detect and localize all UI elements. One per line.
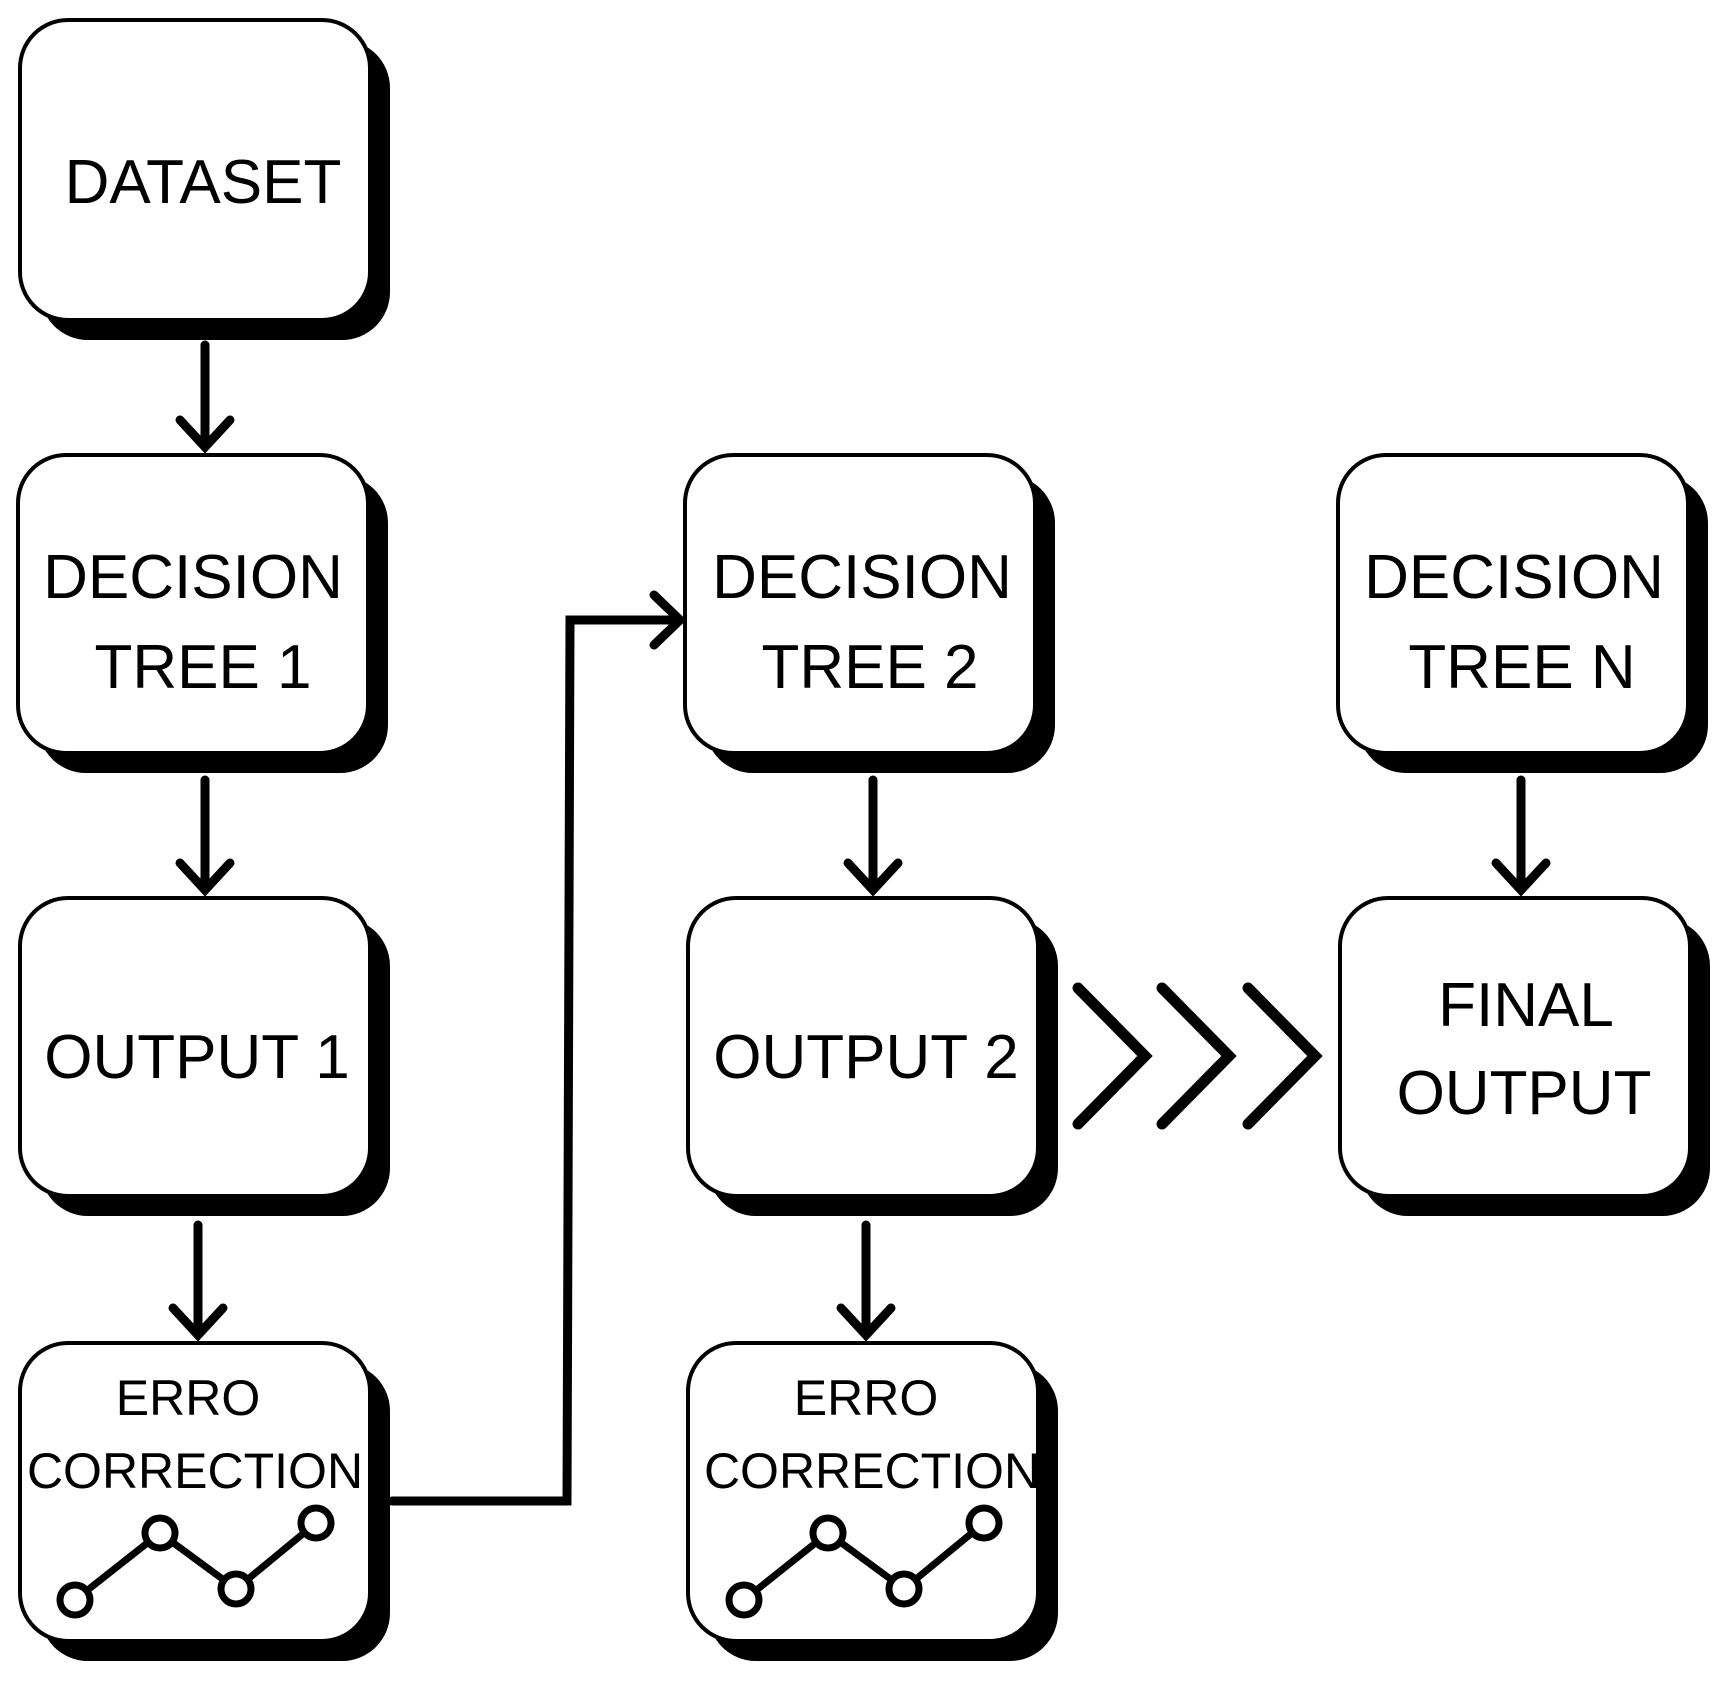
chevrons-output-2-to-final-output xyxy=(1072,982,1323,1130)
chart-dot xyxy=(965,1504,1003,1542)
chevron-right-icon xyxy=(1072,982,1153,1130)
arrowhead-icon xyxy=(836,1303,896,1342)
output-2-node: OUTPUT 2 xyxy=(686,896,1058,1216)
edge-tree-2-to-output-2 xyxy=(843,775,903,897)
tree-1-label-line-1: DECISION xyxy=(43,543,343,612)
chart-dot xyxy=(297,1504,335,1542)
tree-n-node: DECISION TREE N xyxy=(1336,453,1708,773)
output-1-node-box xyxy=(18,896,372,1198)
arrowhead-icon xyxy=(843,858,903,897)
chart-line xyxy=(741,1520,987,1603)
chart-dot xyxy=(809,1514,847,1552)
edge-error-1-to-tree-2 xyxy=(387,590,687,1506)
chart-dot xyxy=(885,1570,923,1608)
chevron-right-icon xyxy=(1242,982,1323,1130)
arrowhead-icon xyxy=(1491,858,1551,897)
error-correction-1-node: ERRO CORRECTION xyxy=(18,1341,390,1661)
tree-n-node-box xyxy=(1336,453,1690,755)
edge-output-2-to-error-2 xyxy=(836,1220,896,1342)
arrowhead-icon xyxy=(649,590,687,650)
error-correction-1-node-box xyxy=(18,1341,372,1643)
chevron-right-icon xyxy=(1156,982,1237,1130)
line-chart-icon xyxy=(725,1504,1003,1619)
tree-n-label-line-1: DECISION xyxy=(1364,543,1664,612)
output-2-node-box xyxy=(686,896,1040,1198)
final-output-label-line-1: FINAL xyxy=(1438,971,1614,1040)
chart-dot xyxy=(141,1514,179,1552)
arrowhead-icon xyxy=(175,415,235,454)
output-1-node: OUTPUT 1 xyxy=(18,896,390,1216)
edge-line xyxy=(387,615,683,1506)
tree-1-label-line-2: TREE 1 xyxy=(94,633,311,702)
edge-tree-1-to-output-1 xyxy=(175,775,235,897)
tree-n-label-line-2: TREE N xyxy=(1408,633,1635,702)
error-correction-1-label-line-2: CORRECTION xyxy=(27,1443,363,1499)
tree-2-node: DECISION TREE 2 xyxy=(683,453,1055,773)
output-1-label: OUTPUT 1 xyxy=(44,1023,349,1092)
error-correction-2-node-box xyxy=(686,1341,1040,1643)
line-chart-icon xyxy=(56,1504,335,1619)
edge-tree-n-to-final-output xyxy=(1491,775,1551,897)
chart-line xyxy=(72,1520,319,1603)
tree-1-node: DECISION TREE 1 xyxy=(16,453,388,773)
error-correction-1-label-line-1: ERRO xyxy=(116,1370,260,1426)
error-correction-2-node: ERRO CORRECTION xyxy=(686,1341,1058,1661)
edge-dataset-to-tree-1 xyxy=(175,340,235,454)
dataset-node: DATASET xyxy=(18,18,390,340)
dataset-label: DATASET xyxy=(65,148,342,217)
arrowhead-icon xyxy=(168,1303,228,1342)
error-correction-2-label-line-1: ERRO xyxy=(794,1370,938,1426)
chart-dot xyxy=(725,1581,763,1619)
error-correction-2-label-line-2: CORRECTION xyxy=(704,1443,1040,1499)
final-output-node: FINAL OUTPUT xyxy=(1338,896,1710,1216)
chart-dot xyxy=(217,1570,255,1608)
final-output-node-box xyxy=(1338,896,1692,1198)
tree-2-node-box xyxy=(683,453,1037,755)
tree-2-label-line-1: DECISION xyxy=(712,543,1012,612)
output-2-label: OUTPUT 2 xyxy=(713,1023,1018,1092)
arrowhead-icon xyxy=(175,858,235,897)
chart-dot xyxy=(56,1581,94,1619)
tree-2-label-line-2: TREE 2 xyxy=(761,633,978,702)
edge-output-1-to-error-1 xyxy=(168,1220,228,1342)
tree-1-node-box xyxy=(16,453,370,755)
dataset-node-box xyxy=(18,18,372,322)
final-output-label-line-2: OUTPUT xyxy=(1397,1059,1652,1128)
